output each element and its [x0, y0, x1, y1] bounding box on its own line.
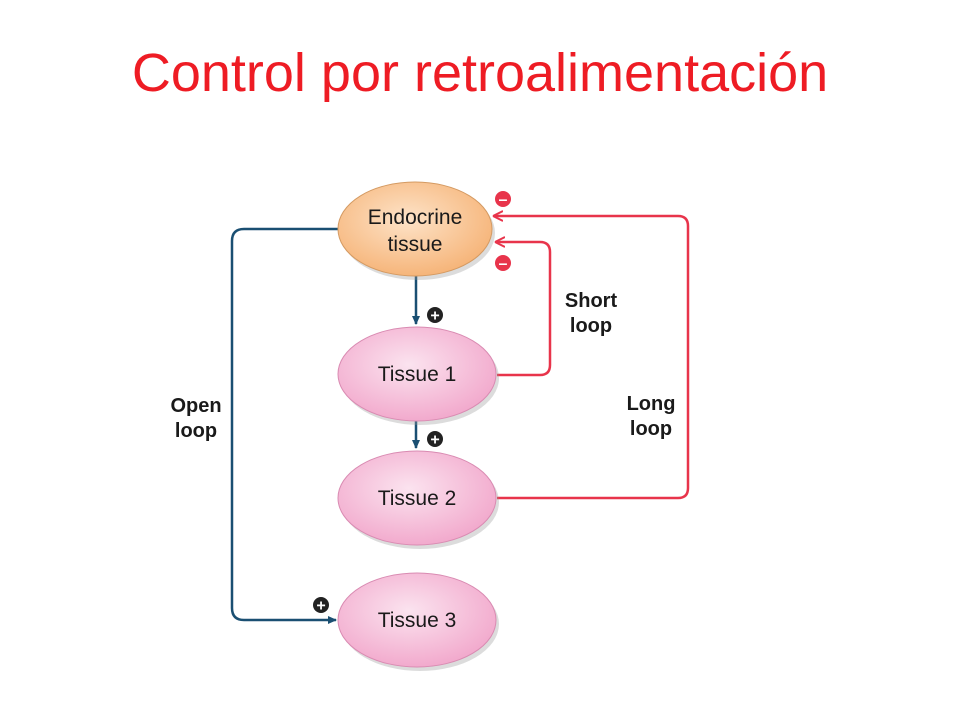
- endocrine-label-line2: tissue: [388, 233, 443, 256]
- svg-text:–: –: [499, 192, 508, 209]
- plus-sign-tissue3: +: [313, 597, 329, 615]
- tissue3-node: Tissue 3: [337, 572, 499, 671]
- minus-sign-long-loop: –: [495, 191, 511, 209]
- page-title: Control por retroalimentación: [131, 43, 829, 103]
- long-loop-label-line2: loop: [630, 418, 672, 440]
- svg-text:+: +: [430, 308, 439, 325]
- svg-text:–: –: [499, 256, 508, 273]
- open-loop-label-line1: Open: [170, 395, 221, 417]
- endocrine-label-line1: Endocrine: [368, 206, 463, 229]
- tissue1-node: Tissue 1: [337, 326, 499, 425]
- minus-sign-short-loop: –: [495, 255, 511, 273]
- long-loop-label-line1: Long: [627, 393, 676, 415]
- short-loop-arrow: [496, 242, 552, 377]
- tissue1-label: Tissue 1: [378, 363, 457, 386]
- short-loop-label-line1: Short: [565, 290, 618, 312]
- tissue2-label: Tissue 2: [378, 487, 457, 510]
- svg-text:+: +: [430, 432, 439, 449]
- long-loop-arrow: [494, 216, 690, 500]
- plus-sign-tissue2: +: [427, 431, 443, 449]
- tissue3-label: Tissue 3: [378, 609, 457, 632]
- short-loop-label-line2: loop: [570, 315, 612, 337]
- tissue2-node: Tissue 2: [337, 450, 499, 549]
- endocrine-tissue-node: Endocrine tissue: [337, 181, 495, 280]
- svg-text:+: +: [316, 598, 325, 615]
- plus-sign-tissue1: +: [427, 307, 443, 325]
- open-loop-label-line2: loop: [175, 420, 217, 442]
- open-loop-arrow: [230, 227, 338, 624]
